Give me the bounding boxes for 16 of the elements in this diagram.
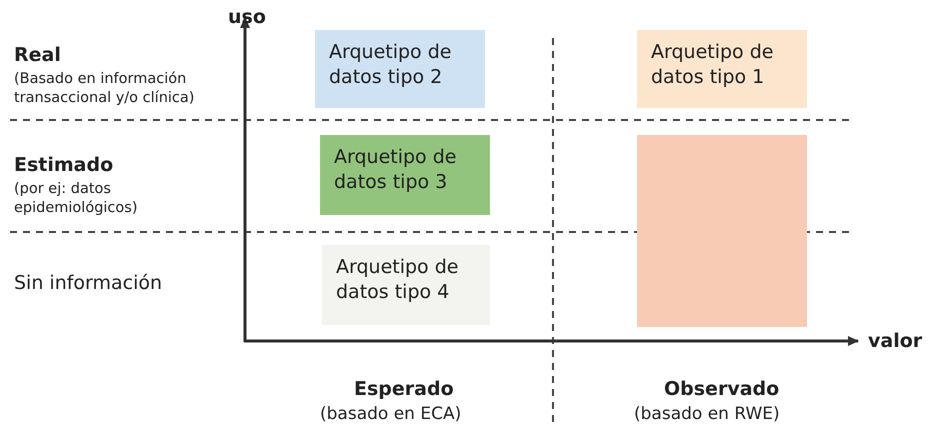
column-note: (basado en ECA) xyxy=(320,404,462,424)
row-heading: Estimado xyxy=(14,154,114,176)
empty-box xyxy=(637,135,807,327)
axis-label: valor xyxy=(868,330,922,352)
row-note: (Basado en información transaccional y/o clínica) xyxy=(14,70,196,108)
row-heading: Real xyxy=(14,44,61,66)
row-note: (por ej: datos epidemiológicos) xyxy=(14,180,138,218)
column-heading: Observado xyxy=(664,378,780,400)
row-heading: Sin información xyxy=(14,272,162,294)
column-note: (basado en RWE) xyxy=(634,404,780,424)
column-heading: Esperado xyxy=(354,378,454,400)
archetype-box: Arquetipo de datos tipo 3 xyxy=(320,135,490,215)
archetype-box: Arquetipo de datos tipo 1 xyxy=(637,30,807,108)
archetype-box: Arquetipo de datos tipo 4 xyxy=(322,245,490,325)
axis-label: uso xyxy=(228,6,266,28)
archetype-box: Arquetipo de datos tipo 2 xyxy=(315,30,485,108)
